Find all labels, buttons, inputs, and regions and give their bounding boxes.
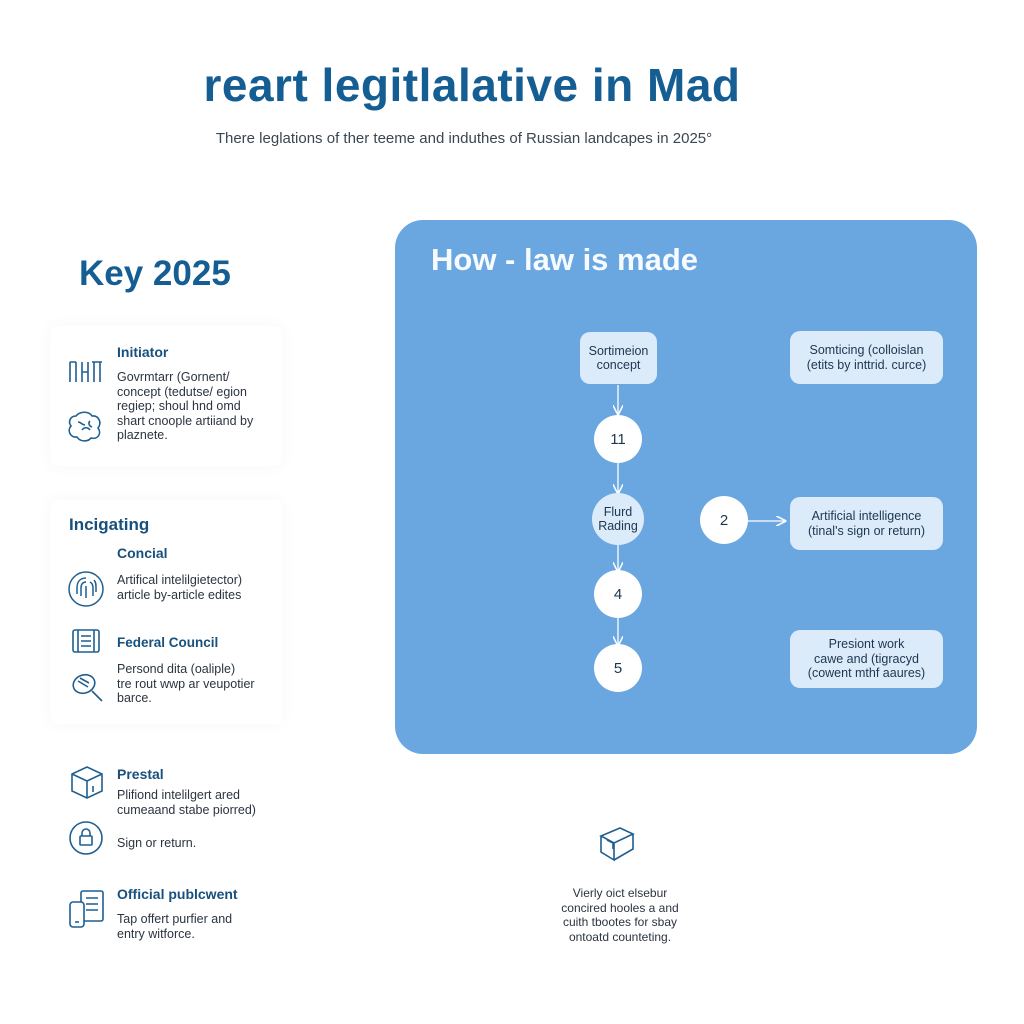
- concial-text: Artifical intelilgietector) article by-a…: [117, 573, 243, 602]
- fingerprint-icon: [67, 570, 105, 608]
- document-icon: [69, 627, 103, 655]
- key-card: Key 2025: [50, 246, 282, 304]
- flow-node-ai: Artificial intelligence (tinal's sign or…: [790, 497, 943, 550]
- official-text: Tap offert purfier and entry witforce.: [117, 912, 233, 941]
- magnifier-icon: [68, 669, 106, 707]
- phone-doc-icon: [67, 888, 107, 930]
- lock-icon: [68, 820, 104, 856]
- flow-node-reading: Flurd Rading: [592, 493, 644, 545]
- incigating-title: Incigating: [69, 515, 150, 534]
- official-title: Official publcwent: [117, 886, 238, 902]
- key-title: Key 2025: [79, 254, 231, 293]
- page-subtitle: There leglations of ther teeme and indut…: [215, 130, 713, 147]
- concial-title: Concial: [117, 545, 168, 561]
- prestal-title: Prestal: [117, 766, 164, 782]
- footer-text: Vierly oict elsebur concired hooles a an…: [561, 886, 679, 944]
- flow-connectors: [395, 385, 977, 754]
- page-title: reart legitlalative in Mad: [203, 59, 741, 111]
- flow-node-concept: Sortimeion concept: [580, 332, 657, 384]
- initiator-title: Initiator: [117, 344, 169, 360]
- federal-council-text: Persond dita (oaliple) tre rout wwp ar v…: [117, 662, 255, 705]
- flow-node-work: Presiont work cawe and (tigracyd (cowent…: [790, 630, 943, 688]
- flow-node-11: 11: [594, 415, 642, 463]
- prestal-text: Plifiond intelilgert ared cumeaand stabe…: [117, 788, 256, 817]
- parliament-icon: [66, 358, 102, 388]
- flow-node-5: 5: [594, 644, 642, 692]
- federal-council-title: Federal Council: [117, 635, 219, 650]
- brain-icon: [66, 408, 104, 444]
- flow-title: How - law is made: [431, 242, 699, 277]
- flow-panel: How - law is made Sortimeion concept 11 …: [395, 220, 977, 754]
- flow-node-top-right: Somticing (colloislan (etits by inttrid.…: [790, 331, 943, 384]
- sign-text: Sign or return.: [117, 836, 197, 850]
- box-icon: [69, 764, 105, 800]
- initiator-text: Govrmtarr (Gornent/ concept (tedutse/ eg…: [117, 370, 254, 442]
- initiator-panel: Initiator Govrmtarr (Gornent/ concept (t…: [50, 326, 282, 466]
- package-icon: [596, 822, 638, 864]
- incigating-panel: Incigating Concial Artifical intelilgiet…: [50, 500, 282, 724]
- flow-node-4: 4: [594, 570, 642, 618]
- flow-node-2: 2: [700, 496, 748, 544]
